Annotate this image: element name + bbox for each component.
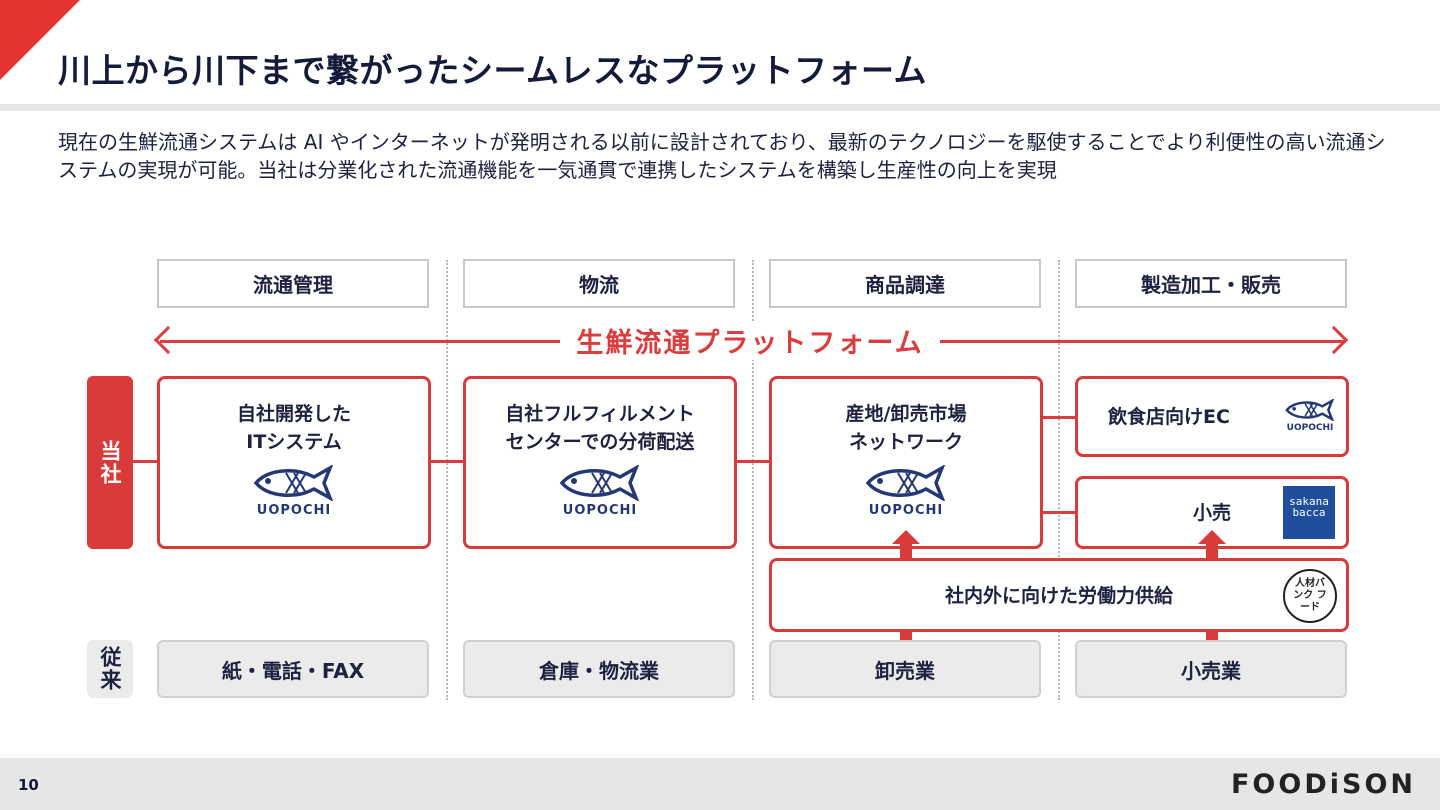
page-number: 10 [18, 776, 39, 794]
column-header-procurement: 商品調達 [769, 259, 1041, 308]
column-separator [446, 260, 448, 700]
corner-accent [0, 0, 80, 80]
fish-icon [253, 465, 334, 501]
box-labor-supply: 社内外に向けた労働力供給 [769, 558, 1349, 632]
box-it-system: 自社開発した ITシステム UOPOCHI [157, 376, 431, 549]
uopochi-logo-text: UOPOCHI [1286, 423, 1334, 433]
fish-icon [1285, 399, 1335, 421]
box-retail-label: 小売 [1192, 502, 1231, 524]
box-restaurant-ec-label: 飲食店向けEC [1108, 406, 1230, 428]
arrow-up-icon [1198, 530, 1226, 560]
connector [133, 460, 159, 463]
arrow-right-icon [1319, 325, 1349, 355]
platform-label: 生鮮流通プラットフォーム [560, 321, 940, 360]
connector [1041, 511, 1077, 514]
box-fulfillment-line2: センターでの分荷配送 [505, 431, 695, 453]
box-it-system-line2: ITシステム [246, 431, 342, 453]
traditional-box-retail: 小売業 [1075, 640, 1347, 698]
column-header-logistics: 物流 [463, 259, 735, 308]
box-labor-supply-label: 社内外に向けた労働力供給 [944, 585, 1173, 607]
column-separator [752, 260, 754, 700]
description-text: 現在の生鮮流通システムは AI やインターネットが発明される以前に設計されており… [58, 130, 1386, 182]
box-restaurant-ec: 飲食店向けEC UOPOCHI [1075, 376, 1349, 457]
column-header-distribution-mgmt: 流通管理 [157, 259, 429, 308]
fish-icon [865, 465, 946, 501]
box-network-line2: ネットワーク [848, 431, 963, 453]
uopochi-logo-text: UOPOCHI [868, 503, 944, 518]
connector [429, 460, 465, 463]
row-label-traditional-text: 従来 [98, 646, 122, 692]
connector [735, 460, 771, 463]
connector [1041, 416, 1077, 419]
traditional-box-warehouse: 倉庫・物流業 [463, 640, 735, 698]
box-fulfillment: 自社フルフィルメント センターでの分荷配送 UOPOCHI [463, 376, 737, 549]
box-network: 産地/卸売市場 ネットワーク UOPOCHI [769, 376, 1043, 549]
box-it-system-line1: 自社開発した [236, 403, 351, 425]
traditional-box-wholesale: 卸売業 [769, 640, 1041, 698]
arrow-left-icon [153, 325, 183, 355]
fish-icon [559, 465, 640, 501]
page-title: 川上から川下まで繋がったシームレスなプラットフォーム [58, 51, 928, 90]
column-header-processing-sales: 製造加工・販売 [1075, 259, 1347, 308]
company-logo: FOODiSON [1230, 769, 1416, 800]
footer-bar [0, 758, 1440, 810]
title-divider [0, 104, 1440, 111]
uopochi-logo-text: UOPOCHI [562, 503, 638, 518]
column-separator [1058, 260, 1060, 700]
sakana-bacca-logo: sakana bacca [1283, 486, 1335, 539]
box-network-line1: 産地/卸売市場 [845, 403, 967, 425]
arrow-up-icon [892, 530, 920, 560]
uopochi-logo-text: UOPOCHI [256, 503, 332, 518]
jinzai-bank-logo-text: 人材バンク フード [1293, 578, 1327, 613]
box-fulfillment-line1: 自社フルフィルメント [505, 403, 695, 425]
jinzai-bank-logo: 人材バンク フード [1283, 569, 1337, 623]
row-label-ours-text: 当社 [98, 439, 122, 486]
row-label-traditional: 従来 [87, 640, 133, 698]
row-label-ours: 当社 [87, 376, 133, 549]
traditional-box-paper-fax: 紙・電話・FAX [157, 640, 429, 698]
